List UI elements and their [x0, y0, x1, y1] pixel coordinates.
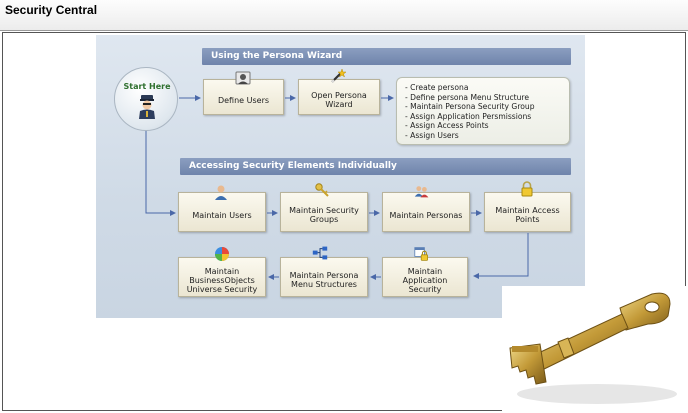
wizard-wand-icon: [331, 68, 346, 83]
keys-icon: [315, 183, 329, 197]
wizard-task-list: - Create persona - Define persona Menu S…: [396, 77, 570, 145]
individual-section-header: Accessing Security Elements Individually: [180, 158, 571, 175]
brass-key-image: [502, 286, 686, 411]
maintain-businessobjects-universe-security-box[interactable]: Maintain BusinessObjects Universe Securi…: [178, 257, 266, 297]
window-titlebar: Security Central: [0, 0, 688, 31]
maintain-security-groups-label: Maintain Security Groups: [289, 206, 359, 224]
wizard-section-title: Using the Persona Wizard: [211, 51, 343, 61]
maintain-personas-label: Maintain Personas: [389, 210, 463, 220]
menu-tree-icon: [312, 246, 328, 260]
maintain-security-groups-box[interactable]: Maintain Security Groups: [280, 192, 368, 232]
user-card-icon: [235, 71, 251, 85]
maintain-application-security-label: Maintain Application Security: [402, 266, 448, 294]
define-users-label: Define Users: [217, 95, 270, 105]
start-here-label: Start Here: [123, 82, 171, 91]
list-item: - Create persona: [405, 83, 469, 92]
maintain-access-points-label: Maintain Access Points: [495, 206, 560, 224]
maintain-access-points-box[interactable]: Maintain Access Points: [484, 192, 571, 232]
list-item: - Maintain Persona Security Group: [405, 102, 535, 112]
maintain-businessobjects-universe-security-label: Maintain BusinessObjects Universe Securi…: [186, 266, 258, 294]
wizard-section-header: Using the Persona Wizard: [202, 48, 571, 65]
window-title: Security Central: [5, 3, 98, 17]
start-here-node[interactable]: Start Here: [114, 67, 178, 131]
maintain-persona-menu-structures-box[interactable]: Maintain Persona Menu Structures: [280, 257, 368, 297]
brass-key-icon: [509, 292, 677, 404]
universe-icon: [215, 247, 229, 261]
maintain-users-label: Maintain Users: [192, 210, 252, 220]
list-item: - Assign Users: [405, 130, 459, 140]
list-item: - Assign Application Persmissions: [405, 111, 532, 121]
maintain-persona-menu-structures-label: Maintain Persona Menu Structures: [289, 271, 359, 289]
user-icon: [215, 185, 227, 200]
maintain-application-security-box[interactable]: Maintain Application Security: [382, 257, 468, 297]
define-users-box[interactable]: Define Users: [203, 79, 284, 115]
personas-icon: [414, 186, 429, 198]
maintain-personas-box[interactable]: Maintain Personas: [382, 192, 470, 232]
security-officer-icon: [139, 95, 155, 119]
open-persona-wizard-box[interactable]: Open Persona Wizard: [298, 79, 380, 115]
maintain-users-box[interactable]: Maintain Users: [178, 192, 266, 232]
individual-section-title: Accessing Security Elements Individually: [189, 161, 397, 171]
list-item: - Assign Access Points: [405, 121, 489, 131]
lock-icon: [521, 181, 533, 197]
list-item: - Define persona Menu Structure: [405, 92, 530, 102]
application-lock-icon: [414, 247, 428, 261]
open-persona-wizard-label: Open Persona Wizard: [311, 91, 367, 109]
